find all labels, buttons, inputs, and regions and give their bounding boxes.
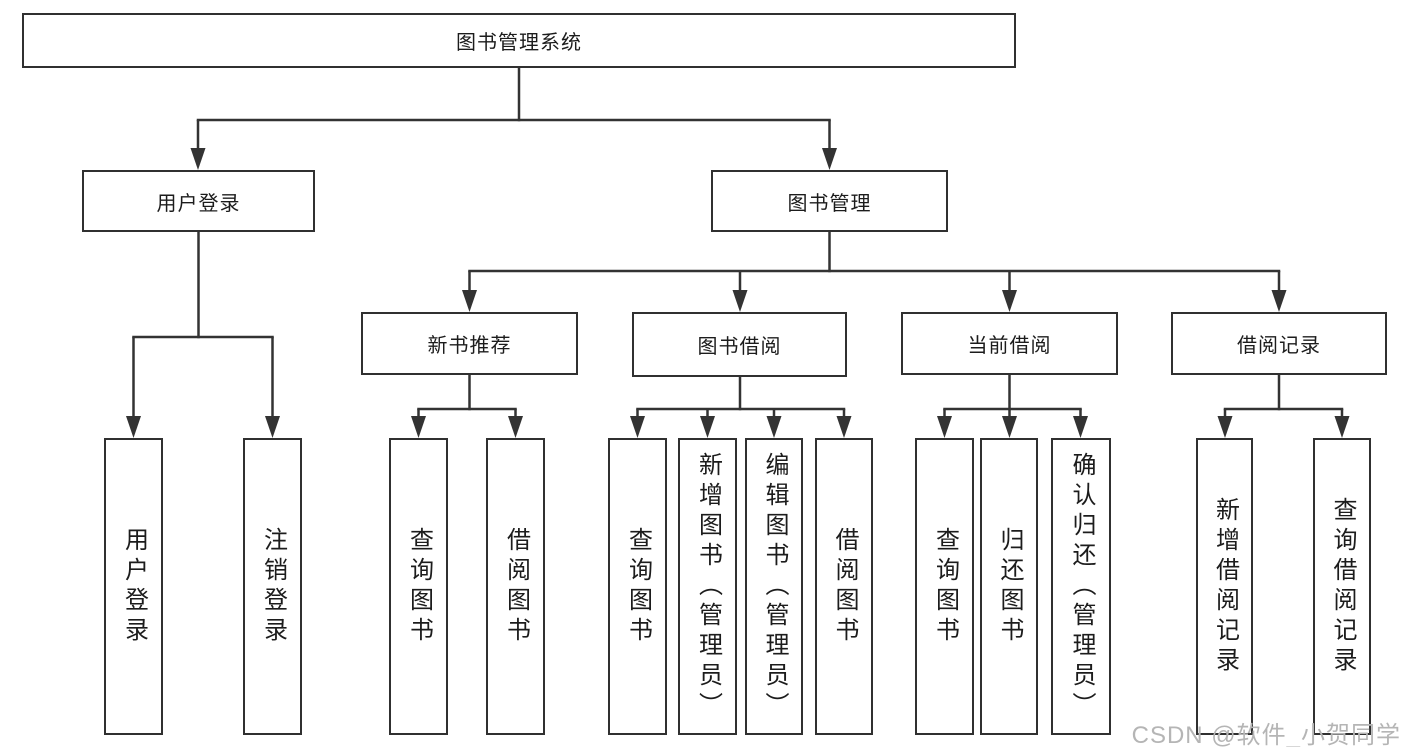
node-new-book-recommend: 新书推荐 — [361, 312, 578, 375]
node-label: 当前借阅 — [967, 335, 1052, 357]
connector-book-management-to-groups — [462, 232, 1287, 312]
csdn-watermark: CSDN @软件_小贺同学 — [1131, 722, 1401, 747]
node-label: 新增借阅记录 — [1211, 496, 1239, 677]
leaf-query-books: 查询图书 — [389, 438, 448, 735]
node-label: 新增图书（管理员） — [694, 451, 722, 722]
node-label: 借阅图书 — [502, 526, 530, 647]
node-library-management-system: 图书管理系统 — [22, 13, 1016, 68]
node-label: 新书推荐 — [427, 335, 512, 357]
node-label: 图书借阅 — [697, 336, 782, 358]
leaf-user-login: 用户登录 — [104, 438, 163, 735]
connector-root-to-level2 — [190, 68, 837, 170]
leaf-edit-books-admin: 编辑图书（管理员） — [745, 438, 803, 735]
node-book-management: 图书管理 — [711, 170, 948, 232]
node-user-login: 用户登录 — [82, 170, 315, 232]
node-label: 用户登录 — [120, 526, 148, 647]
leaf-confirm-return-admin: 确认归还（管理员） — [1051, 438, 1111, 735]
connector-book-borrowing-to-leaves — [630, 377, 852, 438]
connector-new-book-recommend-to-leaves — [411, 375, 523, 438]
leaf-logout: 注销登录 — [243, 438, 302, 735]
leaf-add-books-admin: 新增图书（管理员） — [678, 438, 737, 735]
leaf-return-books: 归还图书 — [980, 438, 1038, 735]
leaf-query-borrow-record: 查询借阅记录 — [1313, 438, 1371, 735]
node-label: 编辑图书（管理员） — [761, 451, 788, 722]
leaf-add-borrow-record: 新增借阅记录 — [1196, 438, 1253, 735]
node-label: 图书管理 — [787, 192, 872, 215]
connector-borrowing-records-to-leaves — [1217, 375, 1350, 438]
node-label: 借阅记录 — [1237, 335, 1321, 357]
node-book-borrowing: 图书借阅 — [632, 312, 847, 377]
leaf-borrow-books: 借阅图书 — [486, 438, 545, 735]
leaf-query-books: 查询图书 — [608, 438, 667, 735]
node-label: 用户登录 — [156, 192, 241, 215]
connector-current-borrowing-to-leaves — [937, 375, 1088, 438]
node-label: 查询图书 — [405, 526, 433, 647]
node-label: 查询借阅记录 — [1329, 496, 1356, 677]
node-label: 查询图书 — [931, 526, 959, 647]
node-label: 借阅图书 — [831, 526, 858, 647]
leaf-borrow-books: 借阅图书 — [815, 438, 873, 735]
node-borrowing-records: 借阅记录 — [1171, 312, 1387, 375]
node-label: 图书管理系统 — [456, 32, 582, 54]
node-label: 查询图书 — [624, 526, 652, 647]
connector-user-login-to-leaves — [126, 232, 280, 438]
node-label: 注销登录 — [259, 526, 287, 647]
node-label: 确认归还（管理员） — [1068, 451, 1095, 722]
leaf-query-books: 查询图书 — [915, 438, 974, 735]
node-current-borrowing: 当前借阅 — [901, 312, 1118, 375]
node-label: 归还图书 — [996, 526, 1023, 647]
